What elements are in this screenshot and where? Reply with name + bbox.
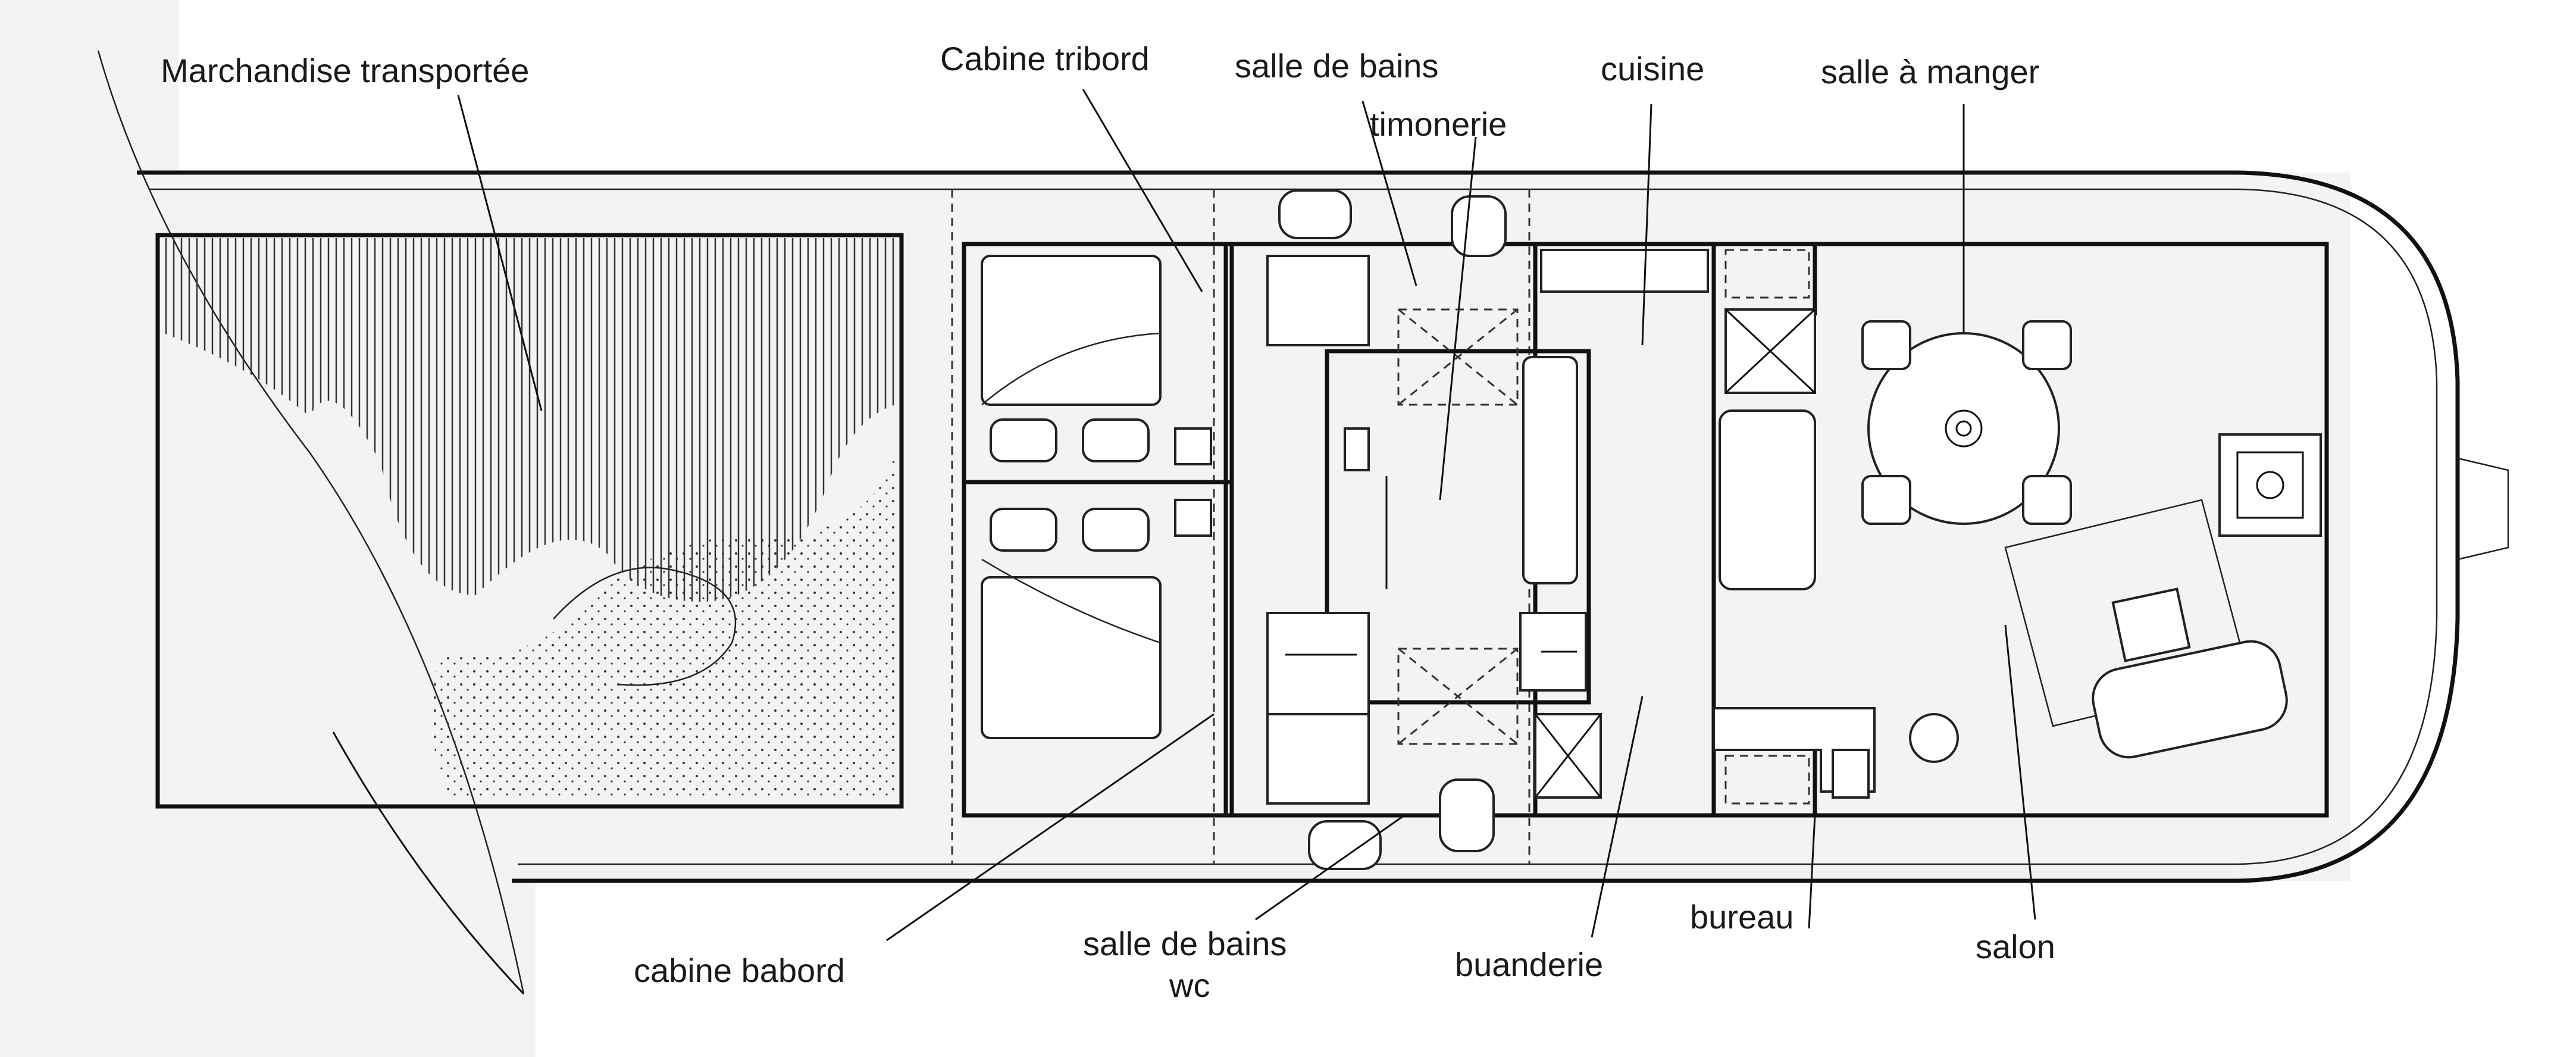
label-lounge: salon [1976,928,2055,965]
label-starboard-cabin: Cabine tribord [940,40,1150,77]
label-office: bureau [1690,898,1794,936]
bathroom-top [1278,189,1507,257]
bathroom-bottom [1308,778,1495,870]
label-bathroom-top: salle de bains [1235,47,1438,85]
label-wheelhouse: timonerie [1370,105,1507,143]
stove [2218,433,2322,537]
office-chair [1909,713,1959,763]
cargo-hold [155,233,904,809]
sofa [2092,640,2288,759]
hull-outline [97,50,2509,995]
label-cargo: Marchandise transportée [161,52,529,89]
label-laundry: buanderie [1455,946,1603,983]
room-labels: Marchandise transportée Cabine tribord s… [161,40,2055,1004]
lounge-rug [2004,499,2251,727]
stairs [1266,255,1587,805]
starboard-cabin-furniture [981,255,1212,465]
deck-dashes [951,189,1530,864]
label-port-cabin: cabine babord [634,952,845,989]
dining-table [1861,320,2072,525]
kitchen-furniture [1540,249,1816,590]
label-bathroom-bottom: salle de bains [1083,925,1287,962]
leader-lines [457,89,2036,942]
office-furniture [1713,707,1876,799]
label-kitchen: cuisine [1601,50,1704,87]
laundry-furniture [1534,713,1810,805]
label-dining: salle à manger [1821,53,2039,90]
port-cabin-furniture [981,499,1212,739]
label-wc: wc [1169,967,1210,1004]
